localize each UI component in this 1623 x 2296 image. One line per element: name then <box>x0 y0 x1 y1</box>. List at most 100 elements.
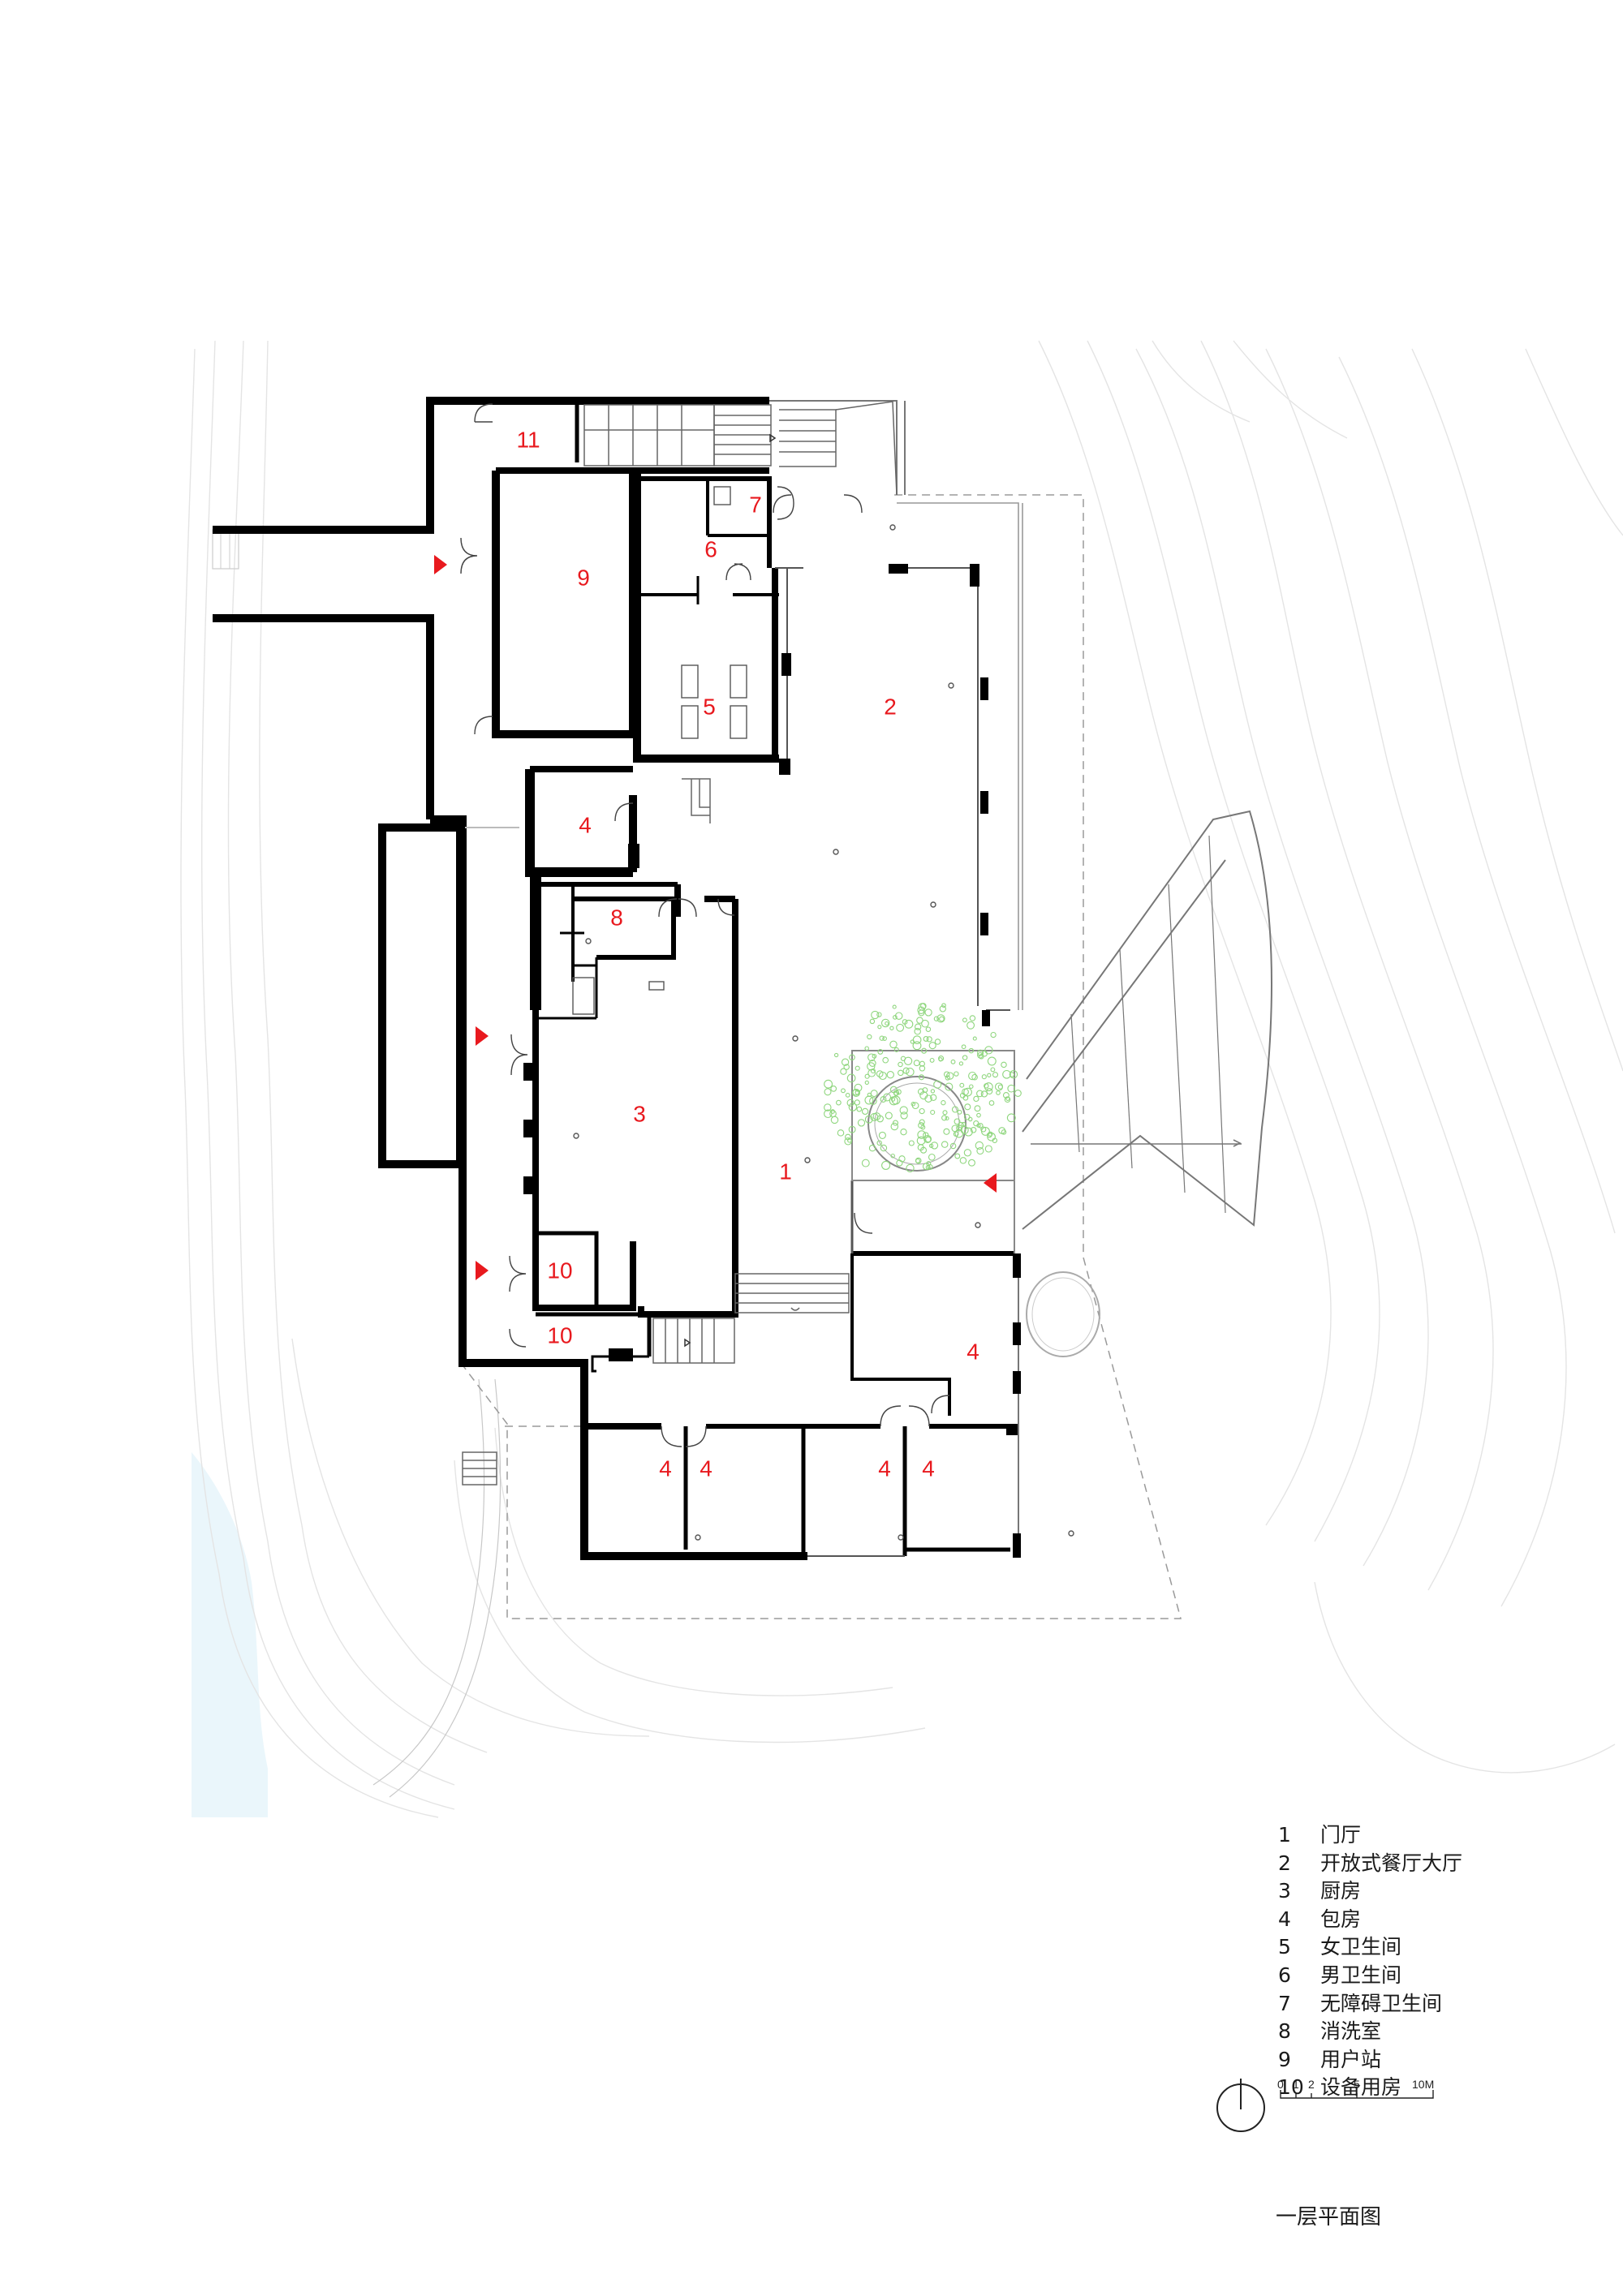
leaf-mark <box>870 1112 879 1121</box>
scale-tick-label: 10M <box>1412 2078 1434 2091</box>
leaf-mark <box>903 1056 913 1065</box>
leaf-mark <box>919 1060 925 1067</box>
room-label: 11 <box>516 427 540 452</box>
leaf-mark <box>980 1126 987 1133</box>
leaf-mark <box>946 1072 954 1080</box>
leaf-mark <box>933 1080 942 1089</box>
leaf-mark <box>1007 1084 1016 1093</box>
room-label: 9 <box>577 565 590 590</box>
leaf-mark <box>833 1052 839 1058</box>
leaf-mark <box>980 1090 988 1098</box>
room-label: 10 <box>547 1322 572 1348</box>
leaf-mark <box>881 1160 891 1170</box>
leaf-mark <box>892 1004 897 1009</box>
east-bridge <box>1022 810 1272 1230</box>
leaf-mark <box>836 1099 842 1106</box>
room-label: 6 <box>704 536 717 561</box>
leaf-mark <box>870 1090 878 1098</box>
leaf-mark <box>922 1163 930 1171</box>
leaf-mark <box>868 1144 876 1152</box>
leaf-mark <box>830 1109 835 1114</box>
contour-lines <box>180 340 1623 1818</box>
leaf-mark <box>924 1094 932 1103</box>
leaf-mark <box>885 1021 889 1026</box>
leaf-mark <box>967 1116 973 1122</box>
leaf-mark <box>979 1054 984 1060</box>
leaf-mark <box>938 1056 945 1062</box>
leaf-mark <box>849 1054 855 1061</box>
room-label: 10 <box>547 1258 572 1283</box>
leaf-mark <box>900 1129 907 1136</box>
leaf-mark <box>968 1159 975 1167</box>
leaf-mark <box>916 1136 926 1146</box>
tree-canopy <box>824 1003 1022 1173</box>
leaf-mark <box>925 1026 932 1032</box>
leaf-mark <box>846 1099 855 1107</box>
east-pond <box>1026 1271 1100 1357</box>
leaf-mark <box>958 1061 964 1066</box>
leaf-mark <box>886 1071 894 1079</box>
legend-number: 2 <box>1278 1851 1291 1875</box>
leaf-mark <box>854 1083 863 1092</box>
room-label: 7 <box>749 492 762 517</box>
legend-name: 无障碍卫生间 <box>1320 1991 1443 2015</box>
stairs <box>462 401 898 1486</box>
leaf-mark <box>945 1082 954 1091</box>
leaf-mark <box>876 1012 882 1017</box>
drawing-title: 一层平面图 <box>1276 2205 1382 2229</box>
leaf-mark <box>976 1112 981 1118</box>
leaf-mark <box>984 1082 993 1092</box>
leaf-mark <box>846 1073 856 1083</box>
leaf-mark <box>889 1086 898 1094</box>
site-context <box>180 340 1623 1818</box>
leaf-mark <box>984 1145 992 1153</box>
leaf-mark <box>882 1036 887 1041</box>
leaf-mark <box>919 1119 925 1125</box>
leaf-mark <box>852 1089 859 1096</box>
leaf-mark <box>1009 1072 1015 1077</box>
leaf-mark <box>1001 1061 1007 1068</box>
leaf-mark <box>978 1123 984 1129</box>
leaf-mark <box>987 1056 997 1066</box>
legend-number: 10 <box>1278 2075 1304 2100</box>
room-label: 4 <box>579 812 592 837</box>
leaf-mark <box>918 1003 927 1011</box>
legend-number: 9 <box>1278 2047 1291 2071</box>
leaf-mark <box>848 1125 856 1133</box>
leaf-mark <box>922 1087 928 1094</box>
leaf-mark <box>898 1061 903 1068</box>
leaf-mark <box>867 1034 872 1040</box>
leaf-mark <box>974 1105 981 1112</box>
leaf-mark <box>943 1128 950 1135</box>
leaf-mark <box>976 1090 984 1098</box>
legend-number: 4 <box>1278 1907 1291 1931</box>
leaf-mark <box>864 1073 870 1079</box>
leaf-mark <box>963 1149 972 1157</box>
leaf-mark <box>994 1082 1004 1091</box>
leaf-mark <box>918 1122 925 1129</box>
room-label: 5 <box>703 694 716 719</box>
leaf-mark <box>878 1131 886 1139</box>
leaf-mark <box>841 1058 850 1066</box>
leaf-mark <box>893 1047 899 1052</box>
room-label: 4 <box>700 1455 712 1481</box>
leaf-mark <box>934 1038 941 1045</box>
leaf-mark <box>841 1088 846 1094</box>
leaf-mark <box>930 1109 936 1116</box>
leaf-mark <box>923 1036 929 1042</box>
leaf-mark <box>929 1057 935 1063</box>
leaf-mark <box>824 1109 833 1119</box>
leaf-mark <box>1014 1090 1022 1097</box>
legend-number: 7 <box>1278 1991 1291 2015</box>
leaf-mark <box>941 1003 946 1008</box>
leaf-mark <box>878 1071 887 1081</box>
leaf-mark <box>844 1137 852 1146</box>
leaf-mark <box>893 1015 898 1020</box>
leaf-mark <box>930 1142 939 1150</box>
leaf-mark <box>987 1132 996 1142</box>
leaf-mark <box>918 1074 925 1081</box>
leaf-mark <box>961 1044 966 1050</box>
